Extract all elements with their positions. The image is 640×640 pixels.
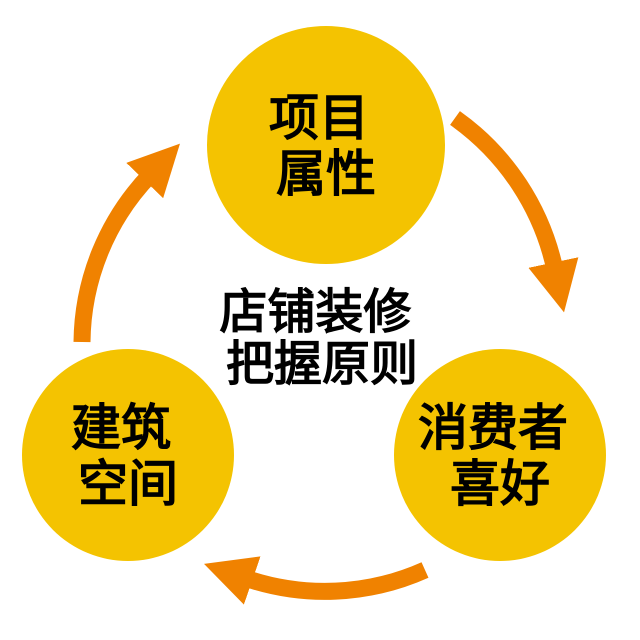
center-title: 店铺装修 把握原则 xyxy=(219,286,424,391)
node-bottom-right-label-line2: 喜好 xyxy=(450,456,550,512)
arrow-right-downward xyxy=(450,111,579,313)
center-title-line2: 把握原则 xyxy=(226,338,418,391)
node-top-label-line2: 属性 xyxy=(276,146,376,202)
node-bottom-left-label-line2: 空间 xyxy=(78,456,178,512)
node-top-label-line1: 项目 xyxy=(269,90,369,146)
node-bottom-right-label-line1: 消费者 xyxy=(418,400,568,456)
node-top-label: 项目 属性 xyxy=(269,90,383,202)
node-bottom-right-circle xyxy=(394,349,606,561)
node-bottom-left-label: 建筑 空间 xyxy=(71,400,185,512)
center-title-line1: 店铺装修 xyxy=(219,286,412,339)
arrow-left-upward xyxy=(73,143,180,343)
node-bottom-left-label-line1: 建筑 xyxy=(71,400,171,456)
arrow-bottom-leftward xyxy=(204,556,429,605)
node-bottom-right-label: 消费者 喜好 xyxy=(418,400,582,512)
node-top-circle xyxy=(207,26,445,264)
node-bottom-left-circle xyxy=(22,349,234,561)
